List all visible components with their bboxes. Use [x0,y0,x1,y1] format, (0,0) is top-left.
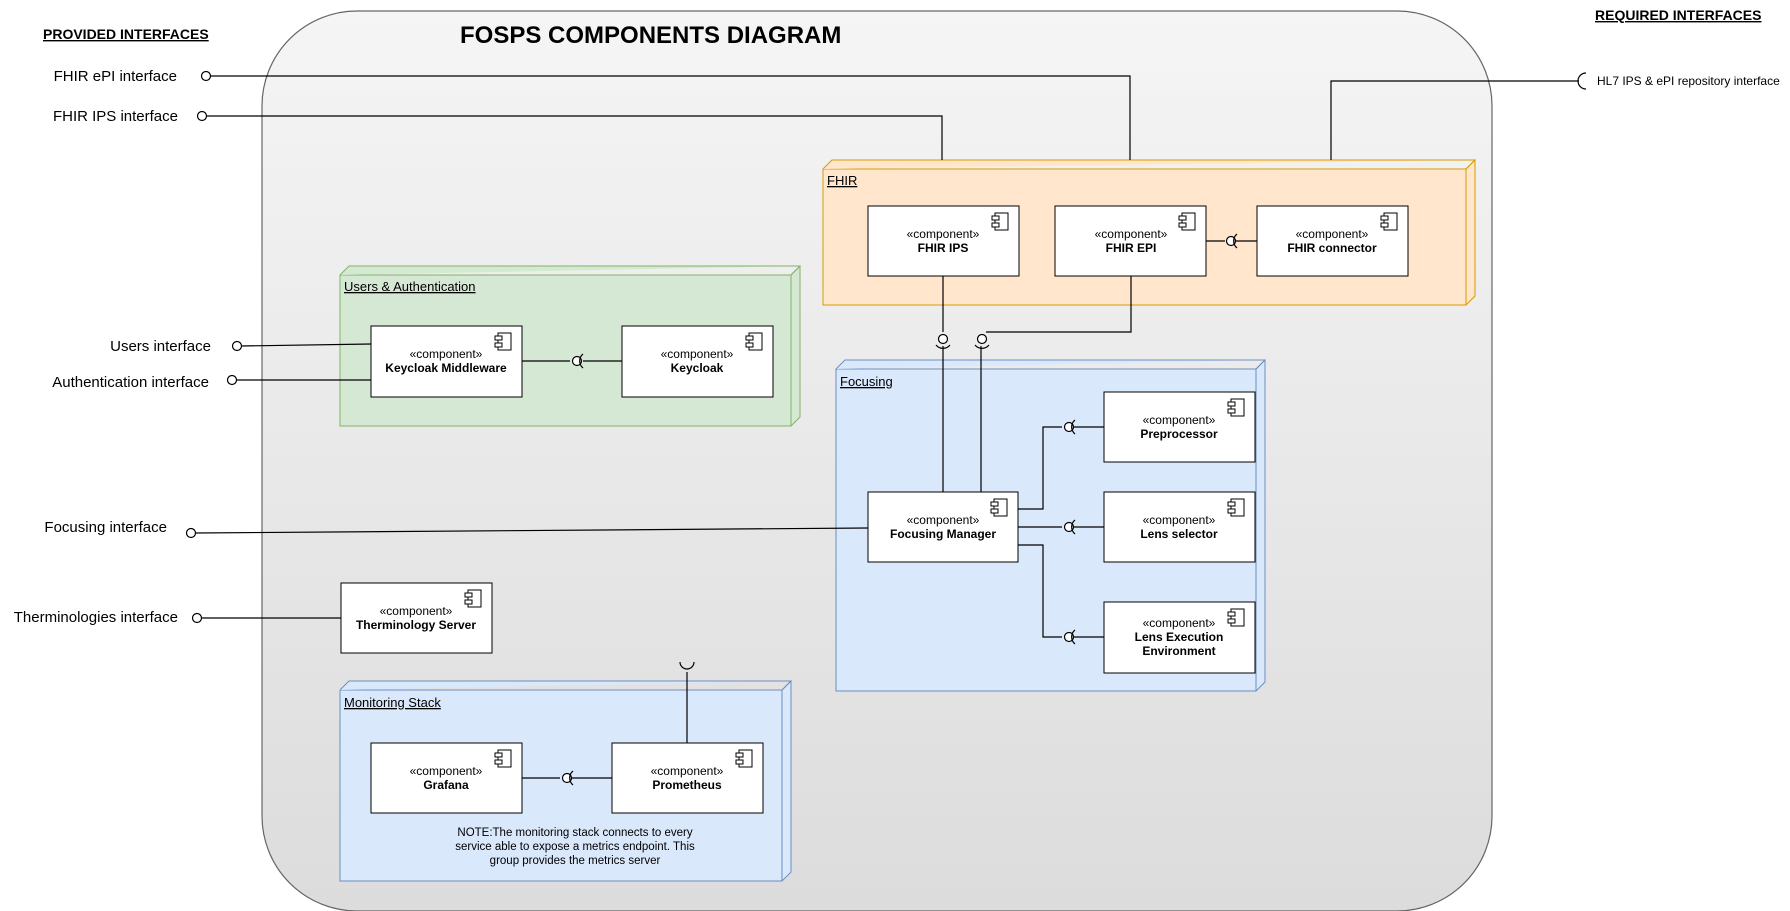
component-name-line2: Environment [1142,644,1215,658]
focusing-interface-label: Focusing interface [44,519,167,536]
component-keycloak-middleware[interactable]: «component» Keycloak Middleware [370,325,523,398]
prometheus-socket-top [679,661,695,670]
fhir-epi-lollipop [200,70,212,82]
focusing-lollipop [185,527,197,539]
stereotype-label: «component» [1143,513,1216,527]
users-lollipop [231,340,243,352]
diagram-title: FOSPS COMPONENTS DIAGRAM [460,22,841,49]
component-lens-selector[interactable]: «component» Lens selector [1103,491,1256,563]
stereotype-label: «component» [1143,616,1216,630]
component-name: Therminology Server [356,618,476,632]
fhir-ips-lollipop [196,110,208,122]
socket-connectors [561,72,1587,786]
monitoring-note-line3: group provides the metrics server [490,855,661,867]
stereotype-label: «component» [1296,227,1369,241]
component-preprocessor[interactable]: «component» Preprocessor [1103,391,1256,463]
monitoring-note-line1: NOTE:The monitoring stack connects to ev… [457,827,692,839]
auth-lollipop [226,374,238,386]
fhir-epi-interface-label: FHIR ePI interface [54,68,177,85]
provided-interface-sockets [185,70,243,624]
stereotype-label: «component» [1143,413,1216,427]
component-name: FHIR IPS [918,241,969,255]
component-name: Keycloak [671,361,724,375]
group-fhir-label: FHIR [827,173,857,188]
component-fhir-connector[interactable]: «component» FHIR connector [1256,205,1409,277]
component-lens-execution-environment[interactable]: «component» Lens Execution Environment [1103,601,1256,674]
group-focusing-label: Focusing [840,374,893,389]
component-name: FHIR connector [1287,241,1377,255]
group-monitoring-label: Monitoring Stack [344,695,441,710]
stereotype-label: «component» [410,347,483,361]
users-interface-label: Users interface [110,338,211,355]
wires [194,75,1579,779]
monitoring-note-line2: service able to expose a metrics endpoin… [455,841,695,853]
group-users-auth-label: Users & Authentication [344,279,476,294]
component-name: Prometheus [652,778,722,792]
stereotype-label: «component» [651,764,724,778]
stereotype-label: «component» [410,764,483,778]
component-therminology-server[interactable]: «component» Therminology Server [340,582,493,654]
hl7-socket [1577,72,1587,90]
provided-interfaces-header: PROVIDED INTERFACES [43,26,209,42]
required-interfaces-header: REQUIRED INTERFACES [1595,7,1761,23]
component-fhir-epi[interactable]: «component» FHIR EPI [1054,205,1207,277]
component-name: Focusing Manager [890,527,996,541]
component-name: Preprocessor [1140,427,1218,441]
component-grafana[interactable]: «component» Grafana [370,742,523,814]
component-name: Grafana [423,778,469,792]
authentication-interface-label: Authentication interface [52,374,209,391]
stereotype-label: «component» [1095,227,1168,241]
stereotype-label: «component» [661,347,734,361]
component-keycloak[interactable]: «component» Keycloak [621,325,774,398]
stereotype-label: «component» [380,604,453,618]
fhir-ips-interface-label: FHIR IPS interface [53,108,178,125]
component-name-line1: Lens Execution [1135,630,1224,644]
component-prometheus[interactable]: «component» Prometheus [611,742,764,814]
terminologies-lollipop [191,612,203,624]
component-name: FHIR EPI [1106,241,1157,255]
component-focusing-manager[interactable]: «component» Focusing Manager [867,491,1019,563]
stereotype-label: «component» [907,227,980,241]
stereotype-label: «component» [907,513,980,527]
component-fhir-ips[interactable]: «component» FHIR IPS [867,205,1020,277]
hl7-repository-interface-label: HL7 IPS & ePI repository interface [1597,74,1780,88]
terminologies-interface-label: Therminologies interface [14,609,178,626]
component-name: Lens selector [1140,527,1218,541]
component-name: Keycloak Middleware [385,361,507,375]
